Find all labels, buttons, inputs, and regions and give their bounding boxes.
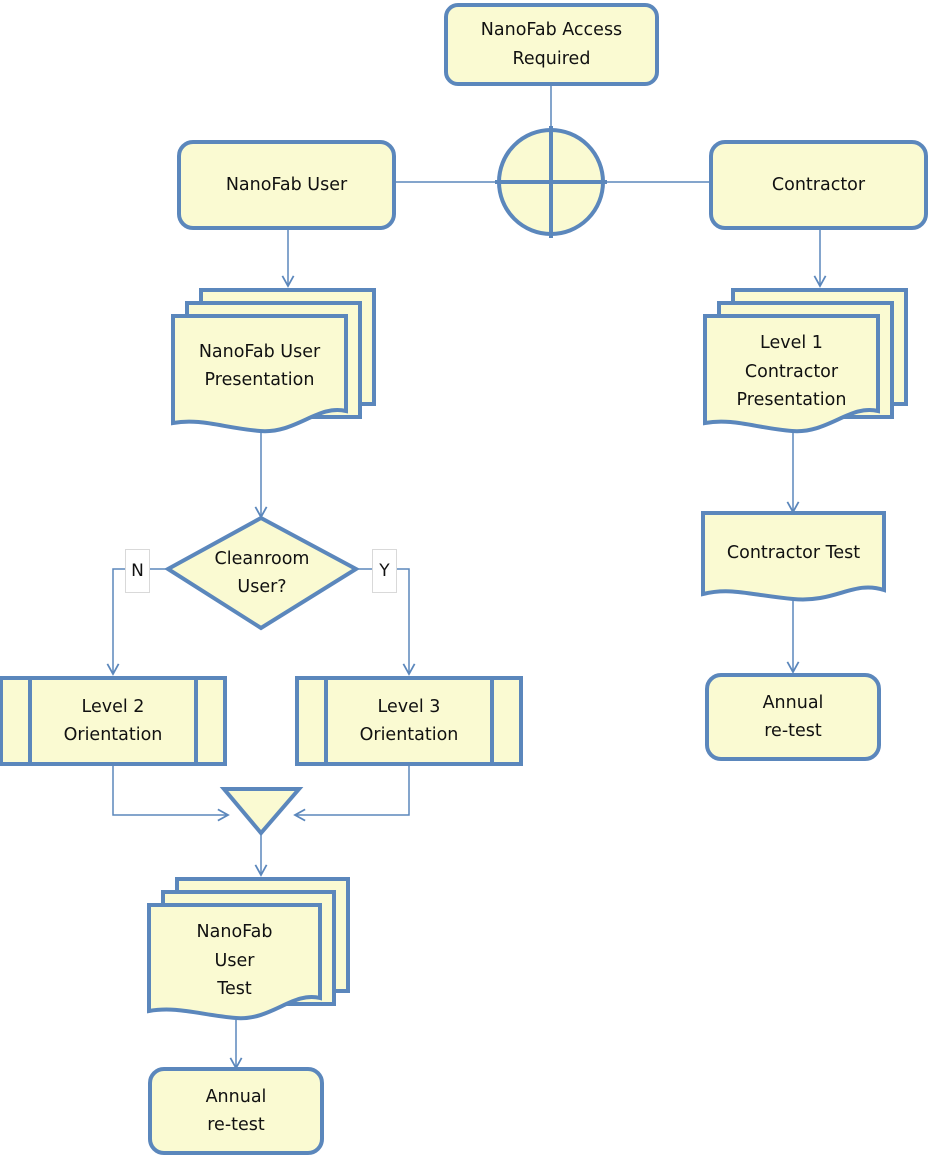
edge-label-yes: Y (372, 549, 397, 593)
node-nanofab-user-test[interactable] (147, 877, 350, 1021)
node-level3-orientation[interactable] (295, 676, 523, 766)
connector-level3-to-merge (293, 766, 410, 822)
node-access-required[interactable] (444, 3, 659, 86)
node-nanofab-user-presentation[interactable] (171, 288, 376, 434)
node-contractor-annual-retest[interactable] (705, 673, 881, 761)
edge-label-no: N (125, 549, 150, 593)
node-nanofab-user[interactable] (177, 140, 396, 230)
node-junction[interactable] (495, 126, 607, 238)
node-level2-orientation[interactable] (0, 676, 227, 766)
node-contractor-test[interactable] (701, 511, 886, 602)
node-cleanroom-decision[interactable] (164, 515, 360, 631)
node-user-annual-retest[interactable] (148, 1067, 324, 1155)
node-level1-contractor-presentation[interactable] (703, 288, 908, 434)
node-merge[interactable] (219, 787, 304, 837)
connector-level2-to-merge (112, 766, 230, 822)
node-contractor[interactable] (709, 140, 928, 230)
